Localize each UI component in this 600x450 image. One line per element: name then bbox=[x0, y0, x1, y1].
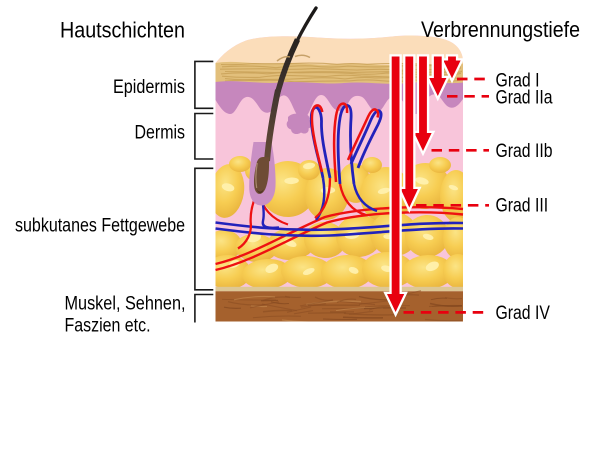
svg-text:Grad III: Grad III bbox=[496, 196, 549, 217]
svg-text:Hautschichten: Hautschichten bbox=[60, 18, 185, 43]
svg-text:Faszien etc.: Faszien etc. bbox=[65, 316, 151, 337]
svg-text:Grad IV: Grad IV bbox=[496, 303, 551, 324]
svg-text:Epidermis: Epidermis bbox=[113, 77, 185, 98]
svg-text:Dermis: Dermis bbox=[135, 123, 186, 144]
svg-text:subkutanes Fettgewebe: subkutanes Fettgewebe bbox=[15, 215, 185, 236]
svg-text:Grad IIa: Grad IIa bbox=[496, 87, 553, 108]
svg-text:Verbrennungstiefe: Verbrennungstiefe bbox=[421, 17, 580, 42]
svg-text:Grad I: Grad I bbox=[496, 71, 540, 92]
svg-text:Grad IIb: Grad IIb bbox=[496, 141, 553, 162]
svg-text:Muskel, Sehnen,: Muskel, Sehnen, bbox=[65, 294, 186, 315]
